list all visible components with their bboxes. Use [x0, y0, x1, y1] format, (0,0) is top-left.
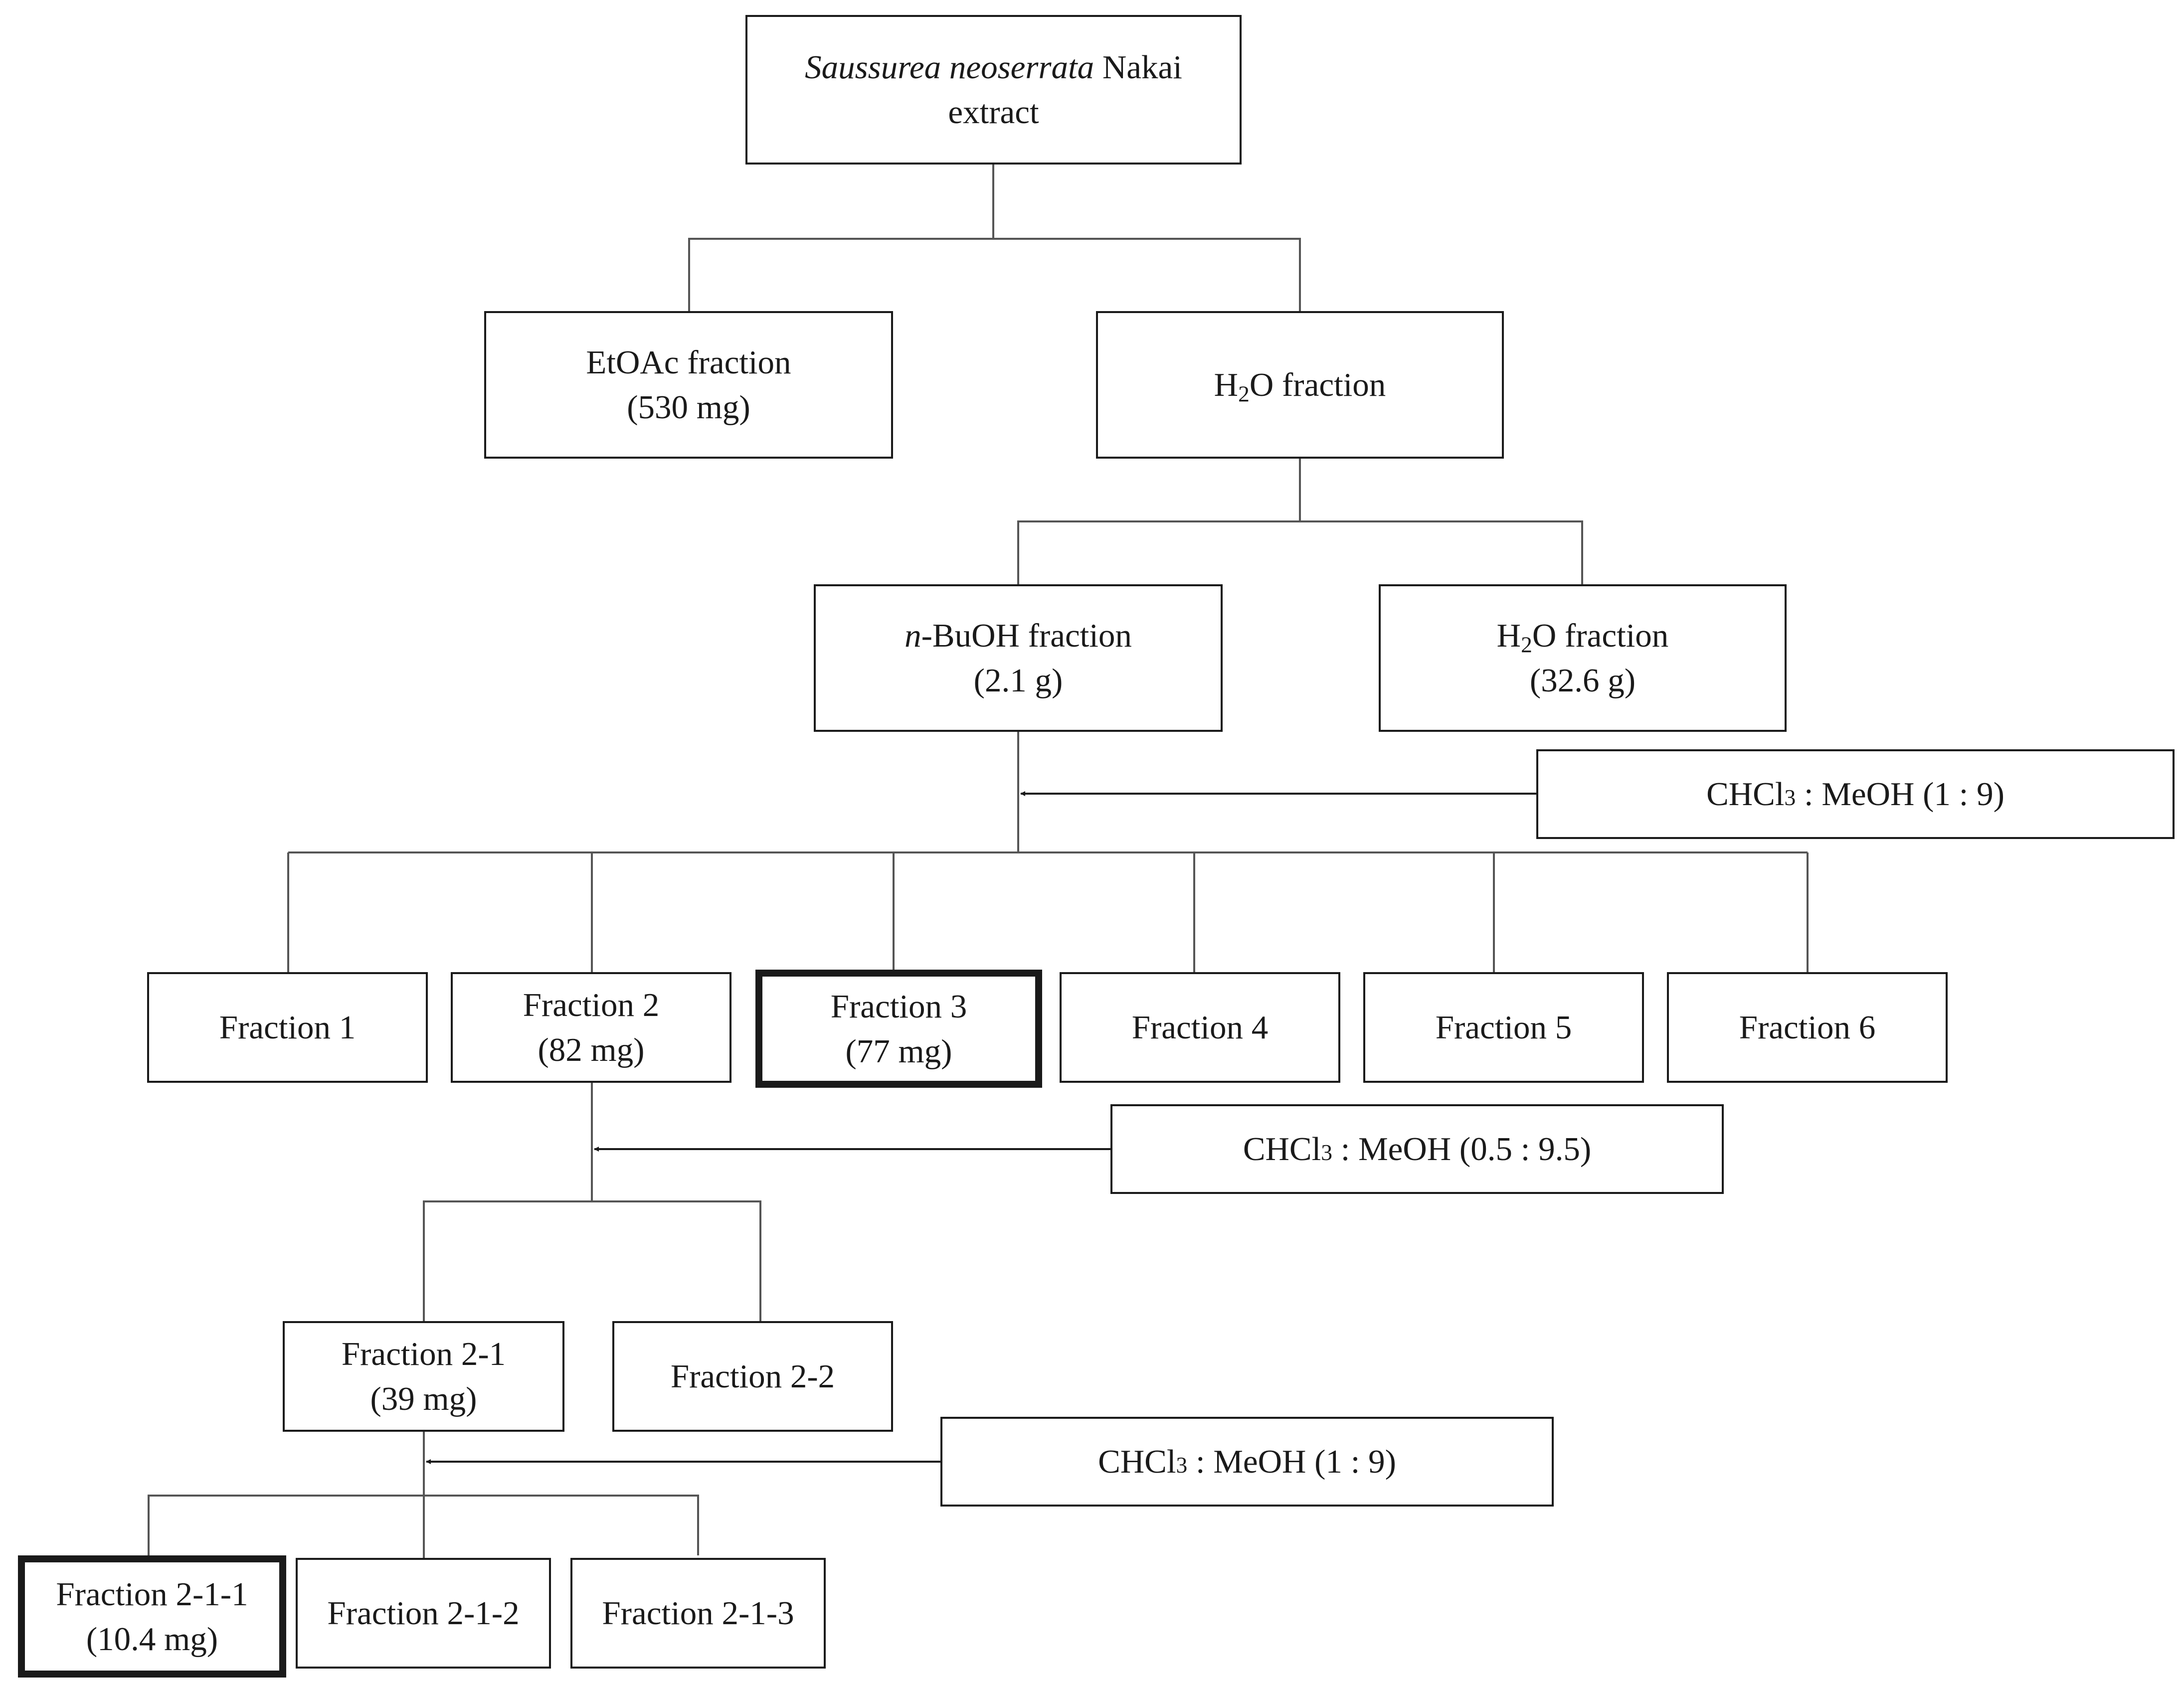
root-extract-label: extract: [948, 94, 1039, 131]
h2o-residue-box: H2O fraction (32.6 g): [1379, 584, 1787, 732]
box-text: CHCl: [1243, 1131, 1321, 1168]
box-text: Fraction 2-1-2: [327, 1595, 520, 1632]
box-text: : MeOH (0.5 : 9.5): [1332, 1131, 1592, 1168]
etoac-fraction-mass: (530 mg): [627, 389, 750, 426]
box-text: -BuOH fraction: [921, 617, 1132, 654]
buoh-fraction-mass: (2.1 g): [973, 662, 1063, 699]
box-text: Fraction 4: [1131, 1009, 1269, 1046]
box-text: Fraction 2-1: [341, 1336, 506, 1372]
fraction-2-2-box: Fraction 2-2: [612, 1321, 893, 1432]
box-text: Fraction 5: [1435, 1009, 1572, 1046]
box-text: (77 mg): [845, 1032, 952, 1070]
fraction-2-1-box: Fraction 2-1 (39 mg): [283, 1321, 564, 1432]
h2o-residue-mass: (32.6 g): [1529, 662, 1636, 699]
h2o-residue-label: H2O fraction: [1497, 613, 1669, 658]
fraction-2-box: Fraction 2 (82 mg): [451, 972, 731, 1083]
h2o-fraction-label: H2O fraction: [1214, 362, 1386, 407]
fraction-6-box: Fraction 6: [1667, 972, 1948, 1083]
buoh-fraction-box: n-BuOH fraction (2.1 g): [814, 584, 1223, 732]
etoac-fraction-box: EtOAc fraction (530 mg): [484, 311, 893, 459]
solvent-box-1: CHCl3 : MeOH (1 : 9): [1536, 749, 2175, 839]
box-text: CHCl: [1706, 776, 1785, 813]
box-text: Fraction 6: [1739, 1009, 1876, 1046]
root-species-suffix: Nakai: [1094, 49, 1182, 86]
buoh-fraction-label: n-BuOH fraction: [905, 613, 1132, 658]
box-text: 2: [1238, 381, 1250, 407]
fraction-5-box: Fraction 5: [1363, 972, 1644, 1083]
etoac-fraction-label: EtOAc fraction: [586, 344, 791, 381]
box-text: 2: [1521, 632, 1532, 658]
solvent-box-2: CHCl3 : MeOH (0.5 : 9.5): [1110, 1104, 1724, 1194]
box-text: : MeOH (1 : 9): [1796, 776, 2004, 813]
fraction-2-1-2-box: Fraction 2-1-2: [296, 1558, 551, 1669]
box-text: H: [1496, 617, 1521, 654]
box-text: Fraction 2-1-1: [56, 1575, 248, 1613]
root-extract-box: Saussurea neoserrata Nakai extract: [745, 15, 1242, 165]
connector-level1-bar: [688, 238, 1301, 311]
solvent-label-1: CHCl3 : MeOH (1 : 9): [1706, 772, 2004, 817]
box-text: 3: [1321, 1140, 1332, 1165]
fraction-3-box: Fraction 3 (77 mg): [755, 970, 1042, 1088]
h2o-fraction-box: H2O fraction: [1096, 311, 1504, 459]
root-species-name: Saussurea neoserrata: [805, 49, 1094, 86]
connector-sub-bar: [423, 1200, 761, 1321]
solvent-label-2: CHCl3 : MeOH (0.5 : 9.5): [1243, 1127, 1591, 1172]
box-text: (39 mg): [370, 1380, 477, 1417]
box-text: Saussurea neoserrata Nakai: [805, 45, 1182, 90]
box-text: O fraction: [1249, 366, 1386, 403]
fraction-2-1-1-box: Fraction 2-1-1 (10.4 mg): [18, 1555, 286, 1678]
box-text: Fraction 3: [830, 988, 967, 1025]
box-text: (82 mg): [538, 1031, 645, 1068]
box-text: : MeOH (1 : 9): [1187, 1443, 1396, 1480]
box-text: n: [905, 617, 921, 654]
fraction-1-box: Fraction 1: [147, 972, 428, 1083]
box-text: Fraction 2-1-3: [602, 1595, 794, 1632]
box-text: H: [1214, 366, 1239, 403]
box-text: CHCl: [1098, 1443, 1176, 1480]
box-text: 3: [1784, 785, 1796, 810]
box-text: Fraction 2-2: [670, 1358, 835, 1395]
fraction-4-box: Fraction 4: [1060, 972, 1340, 1083]
box-text: (10.4 mg): [86, 1620, 218, 1658]
solvent-label-3: CHCl3 : MeOH (1 : 9): [1098, 1439, 1396, 1484]
fraction-2-1-3-box: Fraction 2-1-3: [570, 1558, 826, 1669]
connector-level2-bar: [1017, 520, 1583, 584]
box-text: 3: [1176, 1452, 1188, 1478]
box-text: Fraction 1: [219, 1009, 356, 1046]
box-text: O fraction: [1532, 617, 1669, 654]
box-text: Fraction 2: [523, 987, 660, 1023]
solvent-box-3: CHCl3 : MeOH (1 : 9): [940, 1417, 1554, 1507]
